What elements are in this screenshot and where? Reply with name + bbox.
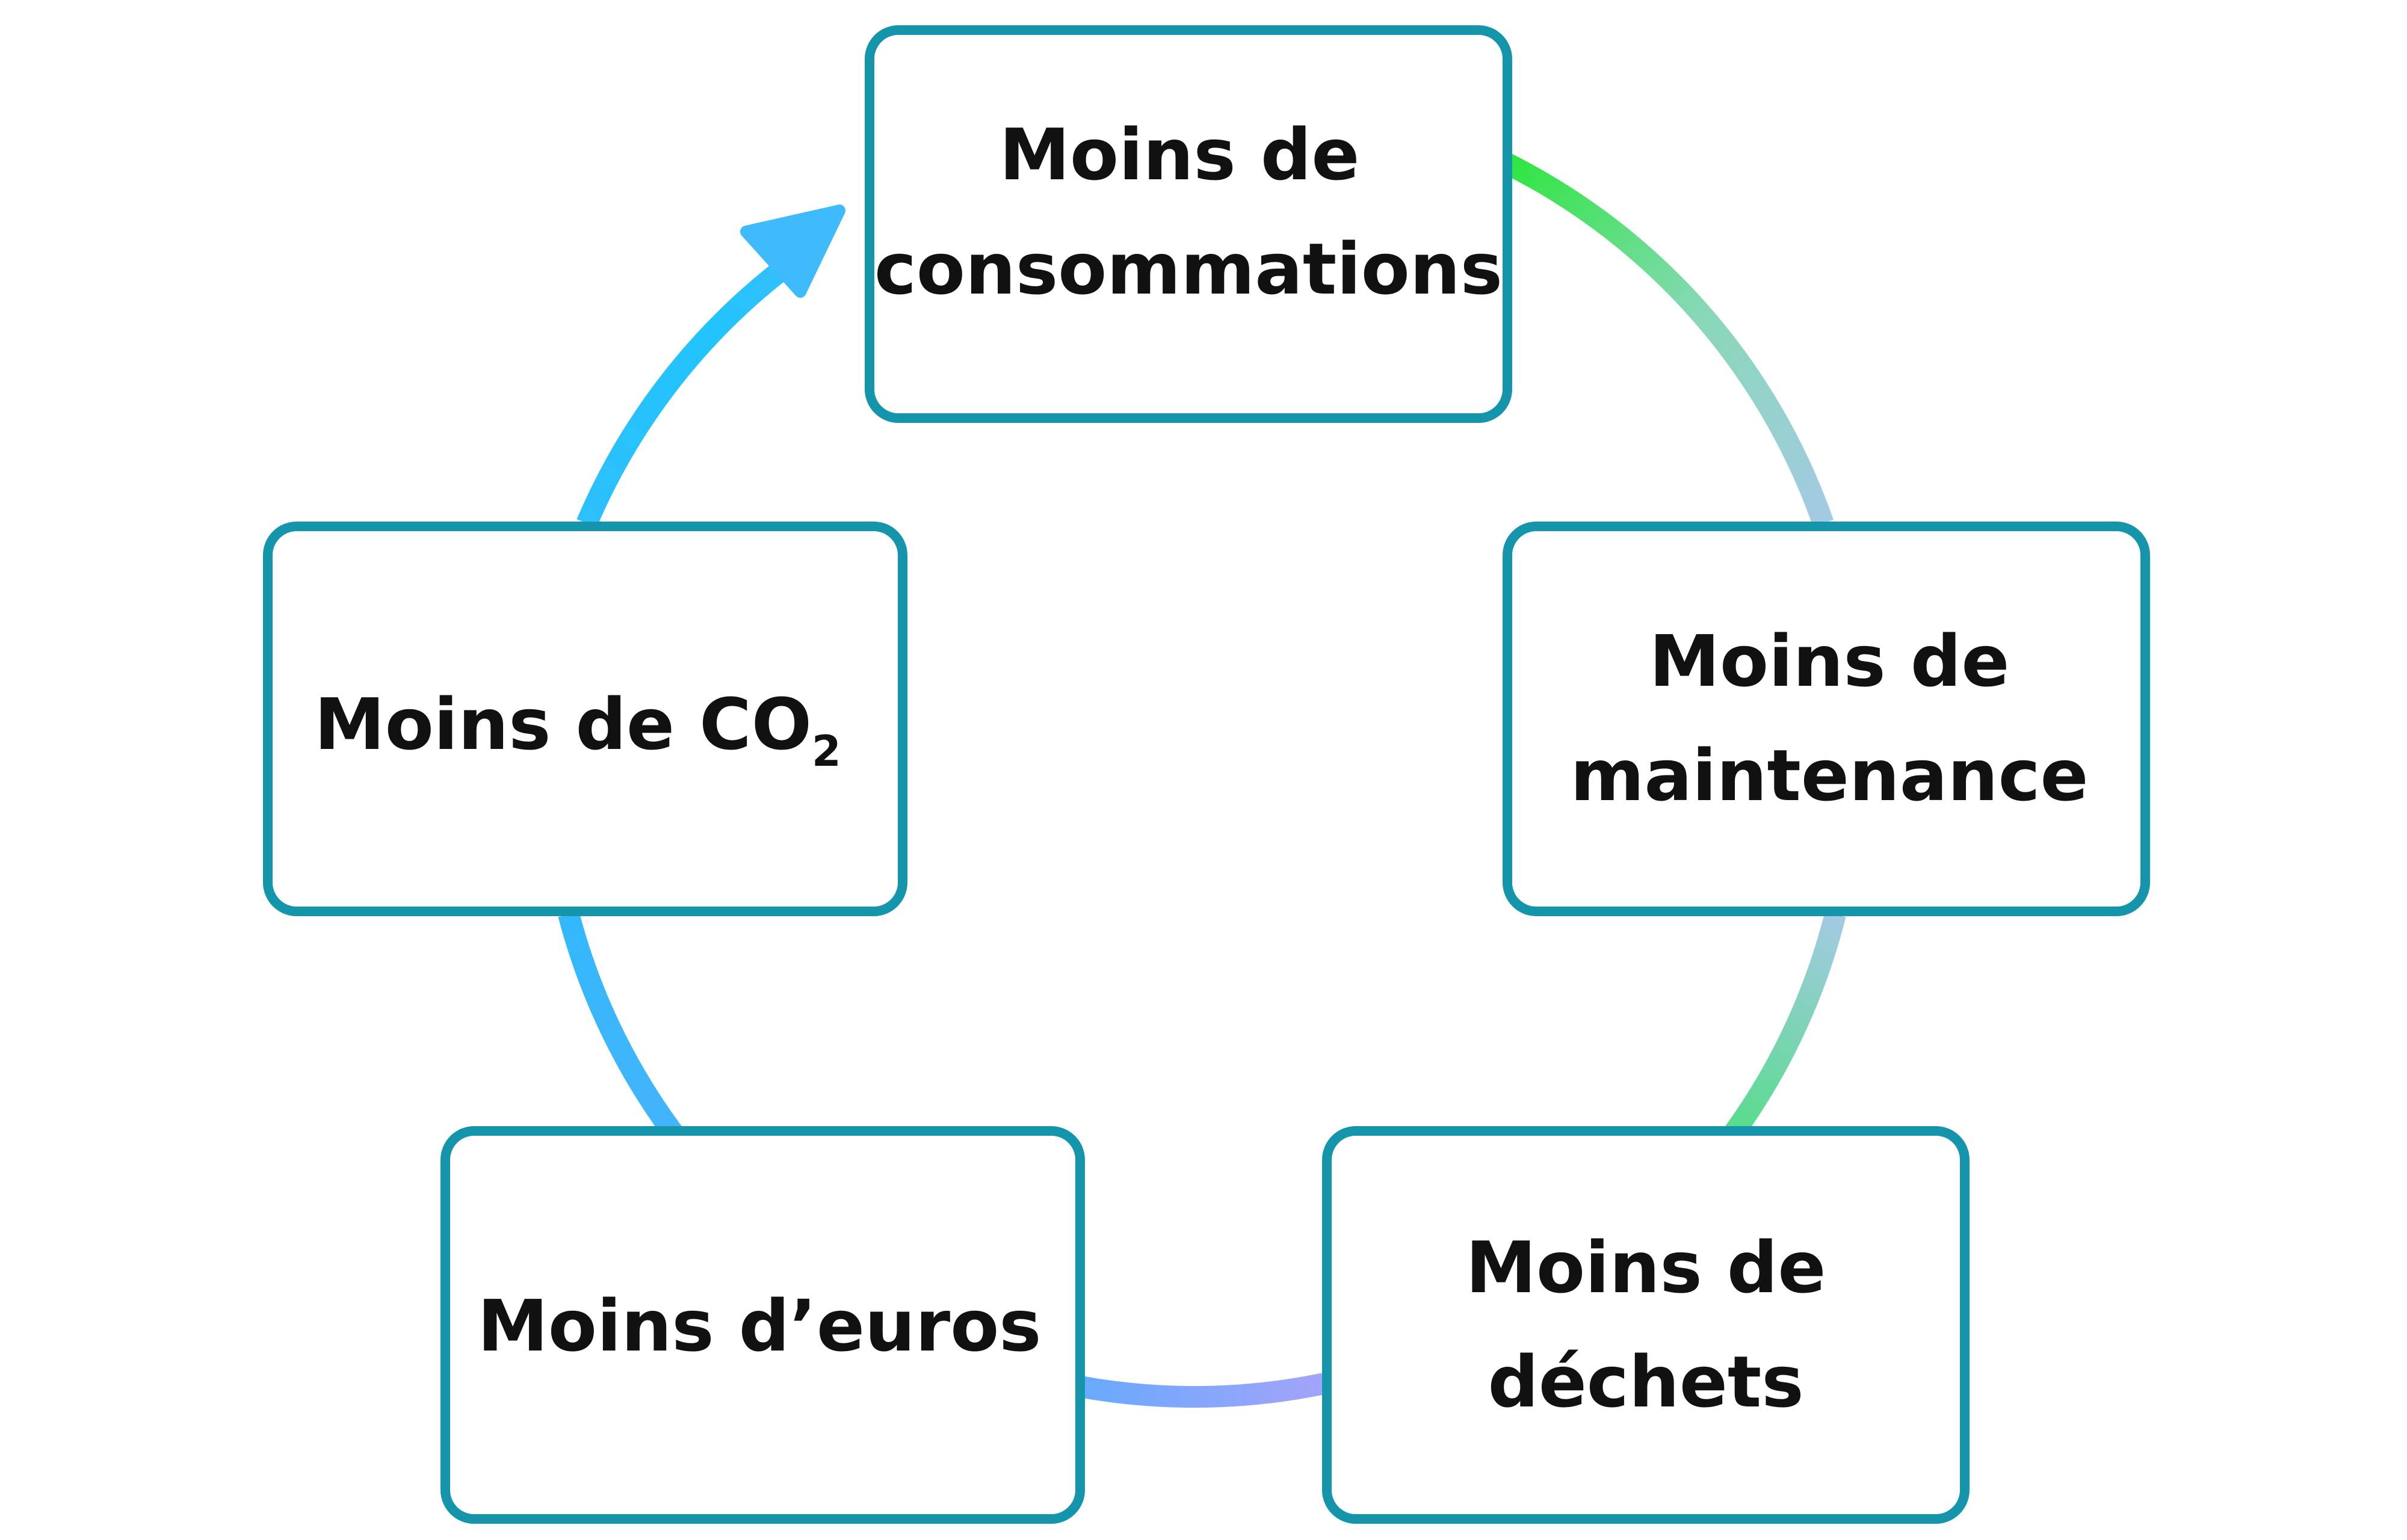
node-consommations: Moins de consommations [865, 25, 1512, 423]
node-co2-main: Moins de CO [314, 683, 812, 766]
node-co2-subscript: 2 [812, 727, 841, 776]
arc-euros-to-co2 [558, 911, 683, 1141]
node-dechets-line2: déchets [1488, 1340, 1803, 1423]
node-dechets: Moins de déchets [1322, 1126, 1970, 1524]
node-co2-label: Moins de CO2 [314, 683, 841, 776]
node-dechets-line1: Moins de [1466, 1226, 1826, 1309]
arc-consommations-to-maintenance [1502, 153, 1834, 527]
node-consommations-line2: consommations [874, 227, 1503, 310]
node-euros-line1: Moins d’euros [477, 1284, 1041, 1367]
arc-dechets-to-euros [1078, 1373, 1326, 1408]
node-co2: Moins de CO2 [263, 522, 907, 916]
node-maintenance-line1: Moins de [1649, 620, 2010, 703]
arrowhead-icon [740, 205, 845, 298]
node-consommations-line1: Moins de [1000, 113, 1360, 196]
node-maintenance-line2: maintenance [1570, 734, 2088, 817]
node-maintenance: Moins de maintenance [1503, 522, 2150, 916]
arc-co2-to-consommations [576, 256, 795, 528]
node-euros: Moins d’euros [440, 1126, 1085, 1524]
arc-maintenance-to-dechets [1724, 911, 1846, 1141]
